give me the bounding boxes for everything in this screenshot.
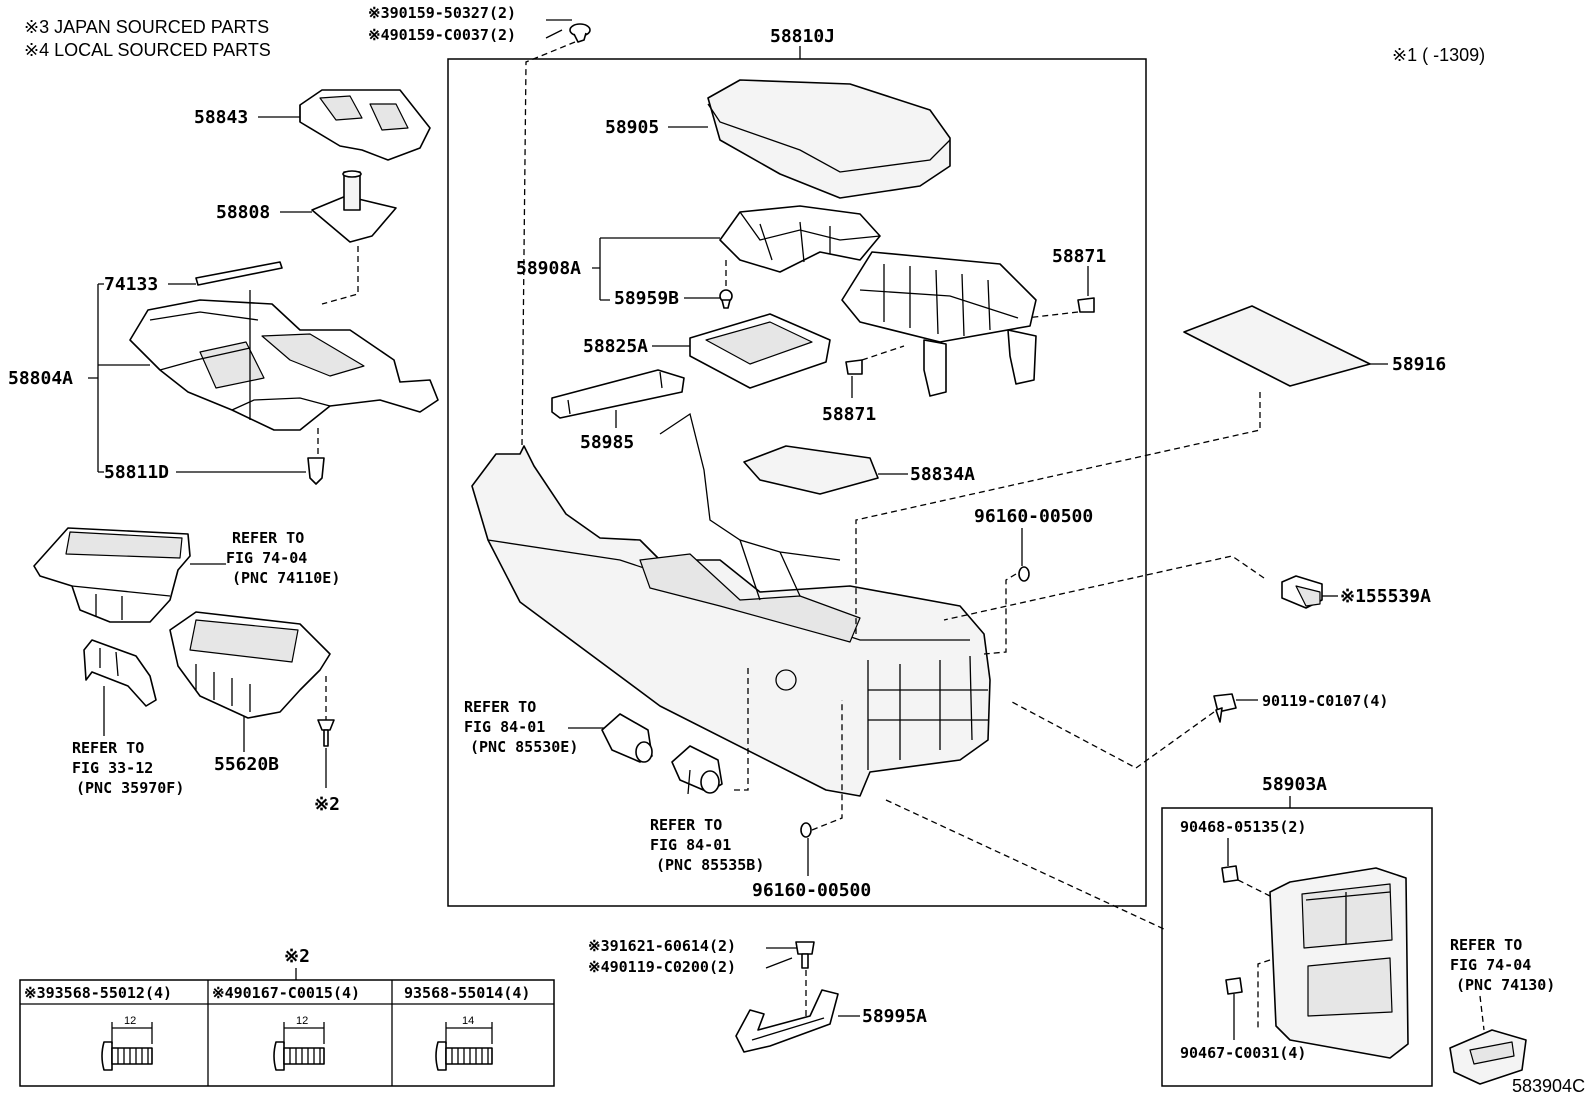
label-96160-bottom: 96160-00500	[752, 880, 871, 901]
refer-5-line2: FIG 74-04	[1450, 956, 1531, 974]
part-58804A-upper-console	[129, 290, 439, 431]
label-58825A: 58825A	[583, 336, 648, 357]
part-refer-74130	[1449, 1029, 1527, 1085]
assembly-frame-58810J	[447, 58, 1147, 907]
label-58843: 58843	[194, 107, 248, 128]
part-90467-clip	[1225, 977, 1243, 995]
part-58995A-bracket	[735, 989, 839, 1053]
part-90468-clip	[1221, 865, 1239, 883]
screw-2-length: 12	[296, 1015, 308, 1027]
screw-table-title: ※2	[284, 946, 310, 967]
screw-table: ※393568-55012(4) ※490167-C0015(4) 93568-…	[19, 979, 555, 1087]
part-58908A-lid-hinge	[719, 205, 881, 273]
screw-3-length: 14	[462, 1015, 474, 1027]
part-bottom-bolt	[795, 941, 815, 969]
part-96160-bottom-nut	[800, 822, 812, 838]
top-bolt-part	[569, 23, 591, 43]
screw-col-1-header: ※393568-55012(4)	[24, 984, 172, 1002]
part-74133-strip	[195, 261, 283, 286]
refer-2-line3: (PNC 35970F)	[76, 779, 184, 797]
label-58905: 58905	[605, 117, 659, 138]
part-58905-armrest-lid	[707, 79, 951, 199]
screw-1-icon	[101, 1022, 153, 1071]
part-58834A-cover	[743, 445, 879, 495]
label-58959B: 58959B	[614, 288, 679, 309]
label-58995A: 58995A	[862, 1006, 927, 1027]
screw-1-length: 12	[124, 1015, 136, 1027]
part-58903A-rear-panel	[1269, 867, 1409, 1059]
label-58804A: 58804A	[8, 368, 73, 389]
screw-col-2-header: ※490167-C0015(4)	[212, 984, 360, 1002]
refer-3-line3: (PNC 85530E)	[470, 738, 578, 756]
part-refer-35970F	[83, 639, 157, 707]
part-96160-top-nut	[1018, 566, 1030, 582]
part-mark2-screw	[317, 719, 335, 747]
refer-4-line3: (PNC 85535B)	[656, 856, 764, 874]
label-58916: 58916	[1392, 354, 1446, 375]
part-90119-screw	[1213, 693, 1237, 723]
refer-4-line2: FIG 84-01	[650, 836, 731, 854]
note-japan-sourced: ※3 JAPAN SOURCED PARTS	[24, 17, 269, 37]
label-mark2: ※2	[314, 794, 340, 815]
refer-1-line1: REFER TO	[232, 529, 304, 547]
label-74133: 74133	[104, 274, 158, 295]
label-96160-top: 96160-00500	[974, 506, 1093, 527]
refer-2-line2: FIG 33-12	[72, 759, 153, 777]
label-90467: 90467-C0031(4)	[1180, 1044, 1306, 1062]
part-55620B-console-box	[169, 611, 331, 719]
part-58811D-clip	[307, 457, 325, 485]
refer-5-line1: REFER TO	[1450, 936, 1522, 954]
label-58871-top: 58871	[1052, 246, 1106, 267]
label-58871-bottom: 58871	[822, 404, 876, 425]
label-90468: 90468-05135(2)	[1180, 818, 1306, 836]
refer-1-line3: (PNC 74110E)	[232, 569, 340, 587]
note-local-sourced: ※4 LOCAL SOURCED PARTS	[24, 40, 271, 60]
part-58959B-screw	[719, 289, 733, 309]
refer-1-line2: FIG 74-04	[226, 549, 307, 567]
bottom-bolt-label-b: ※490119-C0200(2)	[588, 958, 736, 976]
part-58808-shift-boot	[311, 170, 397, 243]
refer-5-line3: (PNC 74130)	[1456, 976, 1555, 994]
label-58810J: 58810J	[770, 26, 835, 47]
label-58985: 58985	[580, 432, 634, 453]
part-58843-shift-bezel	[299, 89, 431, 161]
label-58903A: 58903A	[1262, 774, 1327, 795]
part-58825A-tray	[689, 313, 831, 389]
screw-2-icon	[273, 1022, 325, 1071]
part-refer-85530E	[601, 713, 653, 763]
figure-id: 583904C	[1512, 1076, 1585, 1096]
label-58908A: 58908A	[516, 258, 581, 279]
part-58985-bracket	[551, 369, 685, 419]
label-58808: 58808	[216, 202, 270, 223]
refer-3-line1: REFER TO	[464, 698, 536, 716]
refer-3-line2: FIG 84-01	[464, 718, 545, 736]
label-58811D: 58811D	[104, 462, 169, 483]
part-58871-bottom-clip	[845, 359, 863, 375]
label-155539A: ※155539A	[1340, 586, 1431, 607]
label-55620B: 55620B	[214, 754, 279, 775]
label-90119: 90119-C0107(4)	[1262, 692, 1388, 710]
part-58871-tray	[841, 251, 1037, 397]
bottom-bolt-label-a: ※391621-60614(2)	[588, 937, 736, 955]
part-refer-85535B	[671, 745, 723, 795]
part-58916-mat	[1183, 305, 1371, 387]
top-bolt-label-b: ※490159-C0037(2)	[368, 26, 516, 44]
part-58871-top-clip	[1077, 297, 1095, 313]
label-58834A: 58834A	[910, 464, 975, 485]
screw-col-3-header: 93568-55014(4)	[404, 984, 530, 1002]
refer-4-line1: REFER TO	[650, 816, 722, 834]
top-bolt-label-a: ※390159-50327(2)	[368, 4, 516, 22]
part-main-console-body	[471, 412, 991, 797]
note-date-range: ※1 ( -1309)	[1392, 45, 1485, 65]
part-155539A-socket	[1281, 575, 1323, 609]
assembly-frame-58903A	[1161, 807, 1433, 1087]
refer-2-line1: REFER TO	[72, 739, 144, 757]
part-refer-74110E	[33, 527, 191, 623]
screw-3-icon	[435, 1022, 493, 1071]
